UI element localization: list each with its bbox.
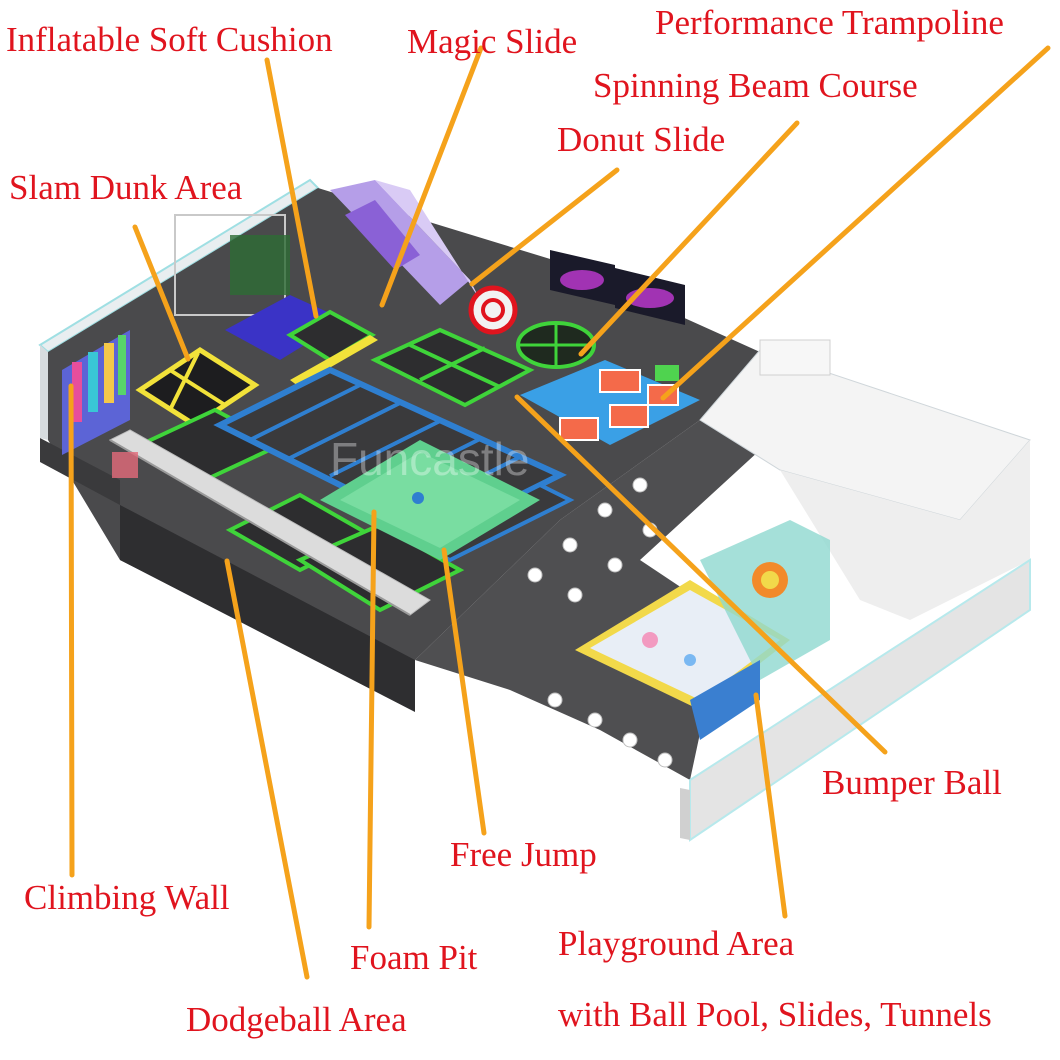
leader-foam-pit (366, 509, 377, 930)
foam-pit (320, 440, 540, 560)
watermark: Funcastle (330, 433, 529, 485)
leader-lines (68, 45, 1051, 980)
label-donut-slide: Donut Slide (557, 120, 726, 159)
label-climbing-wall: Climbing Wall (24, 878, 230, 917)
label-performance-trampoline: Performance Trampoline (655, 3, 1004, 42)
label-inflatable-soft-cushion: Inflatable Soft Cushion (6, 20, 333, 59)
leader-playground-area (753, 692, 788, 919)
label-spinning-beam-course: Spinning Beam Course (593, 66, 918, 105)
leader-dodgeball-area (224, 558, 310, 980)
donut-spinner (468, 285, 596, 369)
leader-donut-slide (469, 167, 620, 287)
leader-slam-dunk-area (132, 224, 191, 362)
performance-area (520, 360, 700, 445)
leader-spinning-beam-course (578, 120, 800, 357)
label-playground-area-details: with Ball Pool, Slides, Tunnels (558, 995, 992, 1034)
label-slam-dunk-area: Slam Dunk Area (9, 168, 243, 207)
leader-performance-trampoline (660, 45, 1051, 401)
label-playground-area: Playground Area (558, 924, 795, 963)
leader-inflatable-soft-cushion (264, 57, 319, 319)
front-railing (108, 429, 431, 616)
label-free-jump: Free Jump (450, 835, 597, 874)
label-foam-pit: Foam Pit (350, 938, 478, 977)
leader-free-jump (441, 547, 487, 836)
leader-bumper-ball (514, 394, 888, 755)
climbing-wall-structure (62, 330, 130, 455)
playground-area (575, 520, 830, 740)
leader-climbing-wall (68, 383, 75, 878)
slam-dunk-structure (135, 214, 290, 428)
leader-magic-slide (379, 45, 484, 308)
label-magic-slide: Magic Slide (407, 22, 578, 61)
cafe-tables (527, 477, 673, 768)
label-bumper-ball: Bumper Ball (822, 763, 1002, 802)
billboards (550, 250, 685, 325)
label-dodgeball-area: Dodgeball Area (186, 1000, 407, 1039)
